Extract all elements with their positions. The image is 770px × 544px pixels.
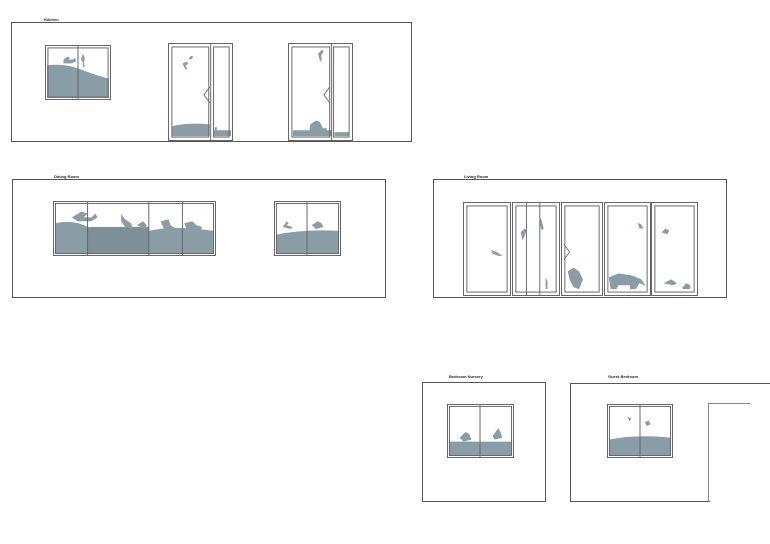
door-living-2 [512,202,560,296]
panel-label-guest-bedroom: Guest Bedroom [608,374,639,379]
panel-label-bedroom-nursery: Bedroom Nursery [449,374,483,379]
wall-return-vertical [708,403,709,502]
window-dining-small [274,201,341,256]
panel-label-dining-room: Dining Room [54,174,79,179]
door-kitchen-2 [288,43,353,141]
panel-label-kitchen: Kitchen [44,17,59,22]
window-dining-large [53,201,216,256]
window-guest-bedroom [607,404,673,458]
wall-return-line [708,403,750,404]
window-nursery [447,404,514,458]
window-living-4 [604,202,651,296]
panel-label-living-room: Living Room [464,174,489,179]
door-living-3 [561,202,603,296]
window-kitchen-left [45,45,111,100]
door-kitchen-1 [168,43,233,141]
window-living-5 [651,202,698,296]
window-living-1 [463,202,511,296]
elevation-panel-guest-bedroom-top-edge [710,383,770,384]
